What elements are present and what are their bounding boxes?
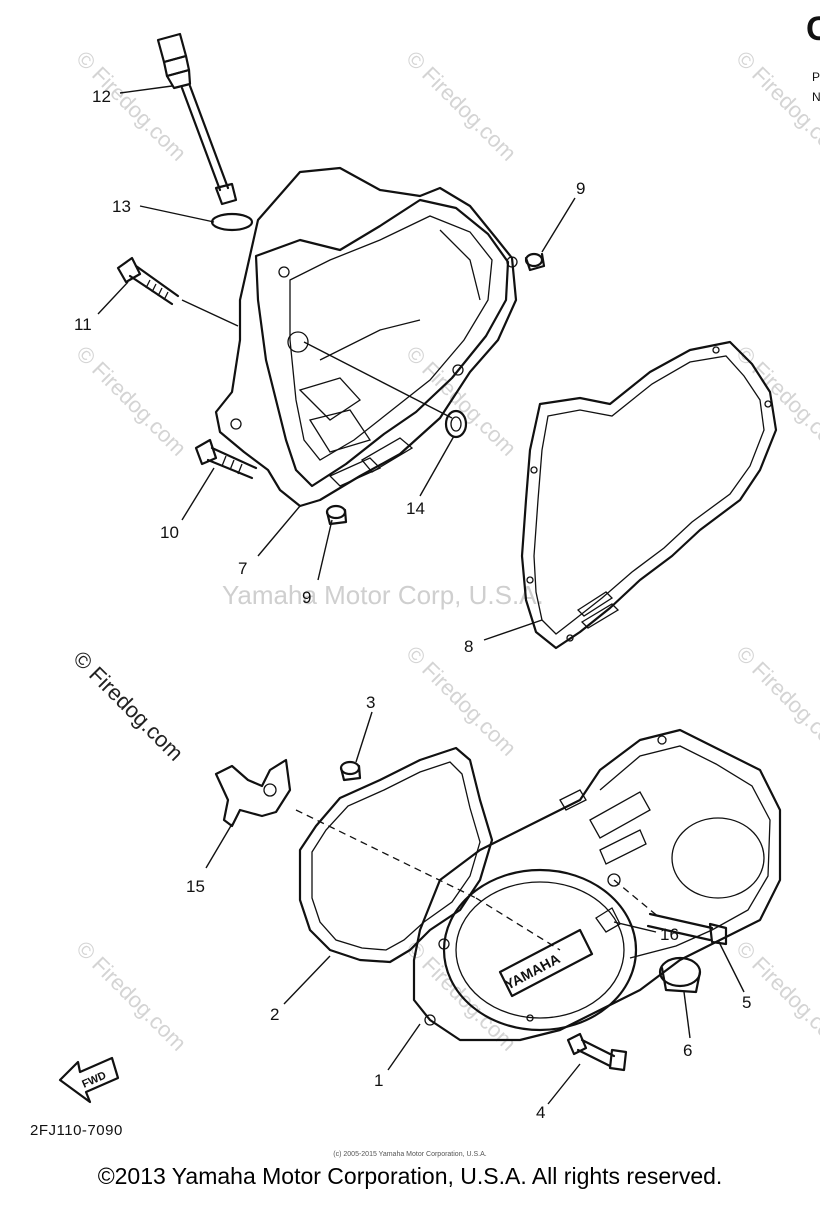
page-section-line: P: [812, 70, 820, 84]
page-section-label: C: [806, 10, 820, 48]
callout-10: 10: [160, 523, 179, 542]
bolt-part-10: [194, 438, 258, 480]
dowel-pin-part: [524, 252, 546, 272]
callout-6: 6: [683, 1041, 692, 1060]
callout-12: 12: [92, 87, 111, 106]
watermark: © Firedog.com: [71, 46, 191, 166]
callout-16: 16: [660, 925, 679, 944]
alignment-line: [295, 809, 477, 899]
gasket-part-8: [520, 340, 778, 650]
callout-5: 5: [742, 993, 751, 1012]
callout-9: 9: [302, 588, 311, 607]
dipstick-part: [156, 32, 238, 206]
dowel-pin-part: [325, 504, 348, 526]
crankcase-cover-part: [214, 166, 518, 508]
oil-seal-part: [444, 409, 468, 439]
callout-14: 14: [406, 499, 425, 518]
bracket-part: [214, 758, 292, 828]
screw-part-5: [646, 912, 728, 946]
callout-7: 7: [238, 559, 247, 578]
callout-8: 8: [464, 637, 473, 656]
diagram-code: 2FJ110-7090: [30, 1122, 123, 1139]
callout-2: 2: [270, 1005, 279, 1024]
dowel-pin-part: [339, 760, 362, 782]
callout-4: 4: [536, 1103, 545, 1122]
copyright-notice: ©2013 Yamaha Motor Corporation, U.S.A. A…: [97, 1163, 723, 1189]
watermark-dark: © Firedog.com: [68, 646, 188, 766]
watermark: © Firedog.com: [401, 641, 521, 761]
plug-part: [658, 956, 702, 994]
watermarks: © Firedog.com © Firedog.com © Firedog.co…: [68, 46, 820, 1056]
o-ring-part: [210, 212, 254, 232]
fwd-arrow-icon: FWD: [58, 1056, 120, 1104]
watermark: © Firedog.com: [401, 46, 521, 166]
callout-15: 15: [186, 877, 205, 896]
watermark: © Firedog.com: [71, 936, 191, 1056]
callouts: 1 2 3 4 5 6 7 8 9 9 10 11 12 13 14 15 16: [74, 87, 751, 1122]
screw-part-16: [595, 907, 621, 933]
watermark: © Firedog.com: [71, 341, 191, 461]
alignment-line: [613, 879, 661, 919]
gasket-part-2: [298, 746, 494, 964]
callout-1: 1: [374, 1071, 383, 1090]
screw-part-4: [566, 1032, 628, 1072]
callout-11: 11: [74, 315, 92, 334]
watermark: © Firedog.com: [731, 641, 820, 761]
callout-9: 9: [576, 179, 585, 198]
bolt-part-11: [116, 256, 180, 306]
watermark: © Firedog.com: [731, 341, 820, 461]
watermark-center: Yamaha Motor Corp, U.S.A.: [222, 580, 544, 610]
callout-13: 13: [112, 197, 131, 216]
page-section-line: N: [812, 90, 820, 104]
leader-lines: [97, 85, 745, 1105]
watermark: © Firedog.com: [731, 46, 820, 166]
footer-small-text: (c) 2005-2015 Yamaha Motor Corporation, …: [333, 1151, 487, 1158]
alignment-line: [475, 897, 561, 951]
callout-3: 3: [366, 693, 375, 712]
